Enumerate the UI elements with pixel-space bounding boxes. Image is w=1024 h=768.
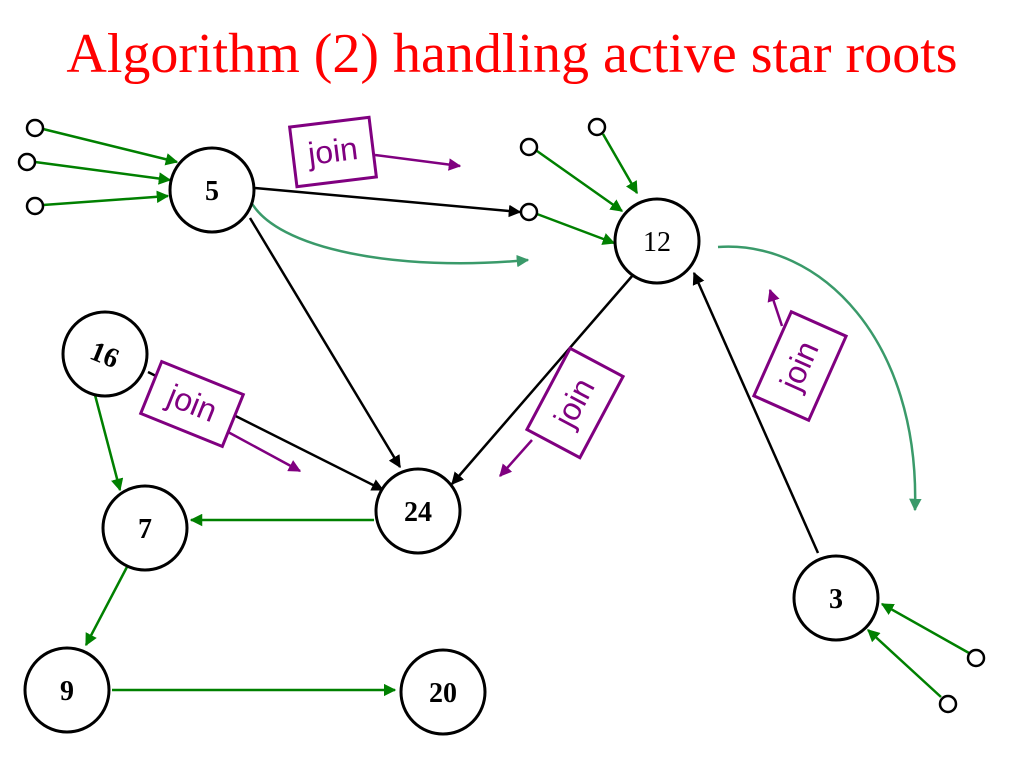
node-label: 20	[429, 678, 457, 709]
edge-leaf-to-5-c	[42, 190, 170, 207]
edge-leaf-to-12-a	[536, 149, 624, 213]
join-text: join	[305, 130, 360, 172]
edge-leaf-to-3-b	[867, 629, 942, 698]
edge-12-to-24	[451, 274, 634, 485]
node-label: 3	[829, 584, 843, 615]
edge-3-to-12	[692, 271, 820, 554]
join-arrow-middle	[499, 439, 533, 477]
edge-5-to-24	[248, 217, 402, 469]
node-24: 24	[374, 467, 462, 555]
node-7: 7	[101, 484, 189, 572]
edge-leaf-to-3-a	[880, 602, 970, 655]
join-label-top: join	[287, 115, 379, 189]
curved-arrows	[248, 199, 922, 512]
leaf-node	[519, 137, 539, 157]
leaf-node	[938, 694, 958, 714]
slide-title: Algorithm (2) handling active star roots	[66, 23, 958, 85]
leaf-node	[25, 196, 45, 216]
leaf-node	[25, 118, 45, 138]
edge-leaf-to-5-b	[34, 160, 172, 185]
leaf-node	[966, 648, 986, 668]
join-arrow-top	[374, 153, 462, 171]
graph-nodes: 5 12 16 24 7 3 9 20	[23, 146, 880, 736]
node-5: 5	[168, 146, 256, 234]
edge-7-to-9	[84, 564, 130, 647]
join-label-left: join	[138, 359, 246, 449]
edge-leaf-to-5-a	[42, 127, 179, 166]
leaf-node	[587, 117, 607, 137]
node-label: 9	[60, 676, 74, 707]
node-label: 5	[205, 176, 219, 207]
leaf-nodes	[17, 117, 986, 714]
root-edges	[147, 186, 820, 554]
edge-leaf-to-12-c	[536, 212, 616, 245]
node-9: 9	[23, 646, 111, 734]
node-20: 20	[399, 648, 487, 736]
leaf-node	[17, 152, 37, 172]
node-12: 12	[613, 197, 701, 285]
node-label: 24	[404, 497, 432, 528]
join-arrow-right	[767, 288, 784, 327]
node-16: 16	[61, 310, 149, 398]
leaf-node	[519, 202, 539, 222]
edge-5-to-small-node	[254, 186, 522, 218]
curved-arrow-5-to-12	[248, 199, 530, 268]
edge-16-to-7	[93, 394, 124, 492]
node-label: 12	[643, 227, 671, 258]
node-label: 7	[138, 514, 152, 545]
join-label-middle: join	[524, 346, 626, 460]
curved-arrow-12-to-3	[717, 245, 922, 512]
edge-leaf-to-12-b	[601, 133, 639, 195]
join-arrow-left	[227, 430, 302, 473]
tree-edges	[34, 127, 970, 698]
join-label-right: join	[751, 309, 849, 423]
node-3: 3	[792, 554, 880, 642]
